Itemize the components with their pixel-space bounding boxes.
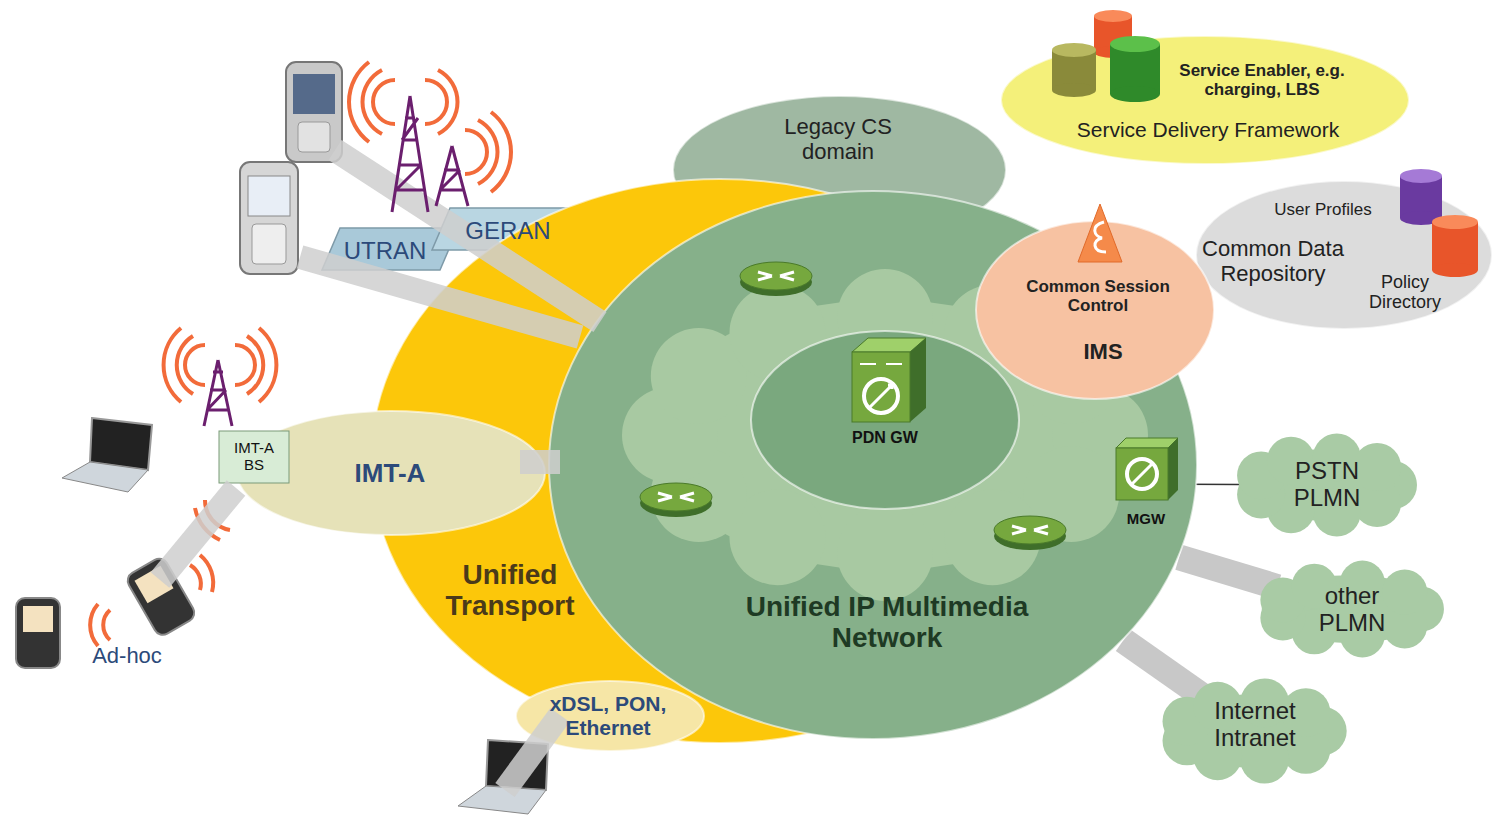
node-text: Internet Intranet <box>1195 698 1315 752</box>
node-text: Common Session Control <box>1008 277 1188 315</box>
mobile-phone <box>240 162 298 274</box>
access-band <box>160 150 600 790</box>
node-text: Legacy CS domain <box>763 115 913 164</box>
cloud-shape <box>1260 561 1444 658</box>
node-text: PSTN PLMN <box>1267 458 1387 512</box>
node-text: Unified IP Multimedia Network <box>707 591 1067 654</box>
node-text: Policy Directory <box>1355 272 1455 312</box>
node-text: UTRAN <box>330 238 440 265</box>
cloud-shape <box>1163 678 1347 783</box>
network-cloud: Internet Intranet <box>1150 680 1355 782</box>
node-text: PDN GW <box>835 429 935 447</box>
router-icon <box>640 262 1066 550</box>
laptop <box>62 418 152 492</box>
node-text: Common Data Repository <box>1188 237 1358 286</box>
node-text: IMT-A BS <box>223 440 285 474</box>
node-text: MGW <box>1116 511 1176 528</box>
network-cloud: PSTN PLMN <box>1225 435 1425 535</box>
link-band <box>1123 640 1204 697</box>
mobile-phone <box>16 598 60 668</box>
base-station-box: IMT-A BS <box>218 430 290 484</box>
node-text: GERAN <box>453 218 563 245</box>
node-text: IMS <box>1063 340 1143 365</box>
node-text: IMT-A <box>330 459 450 488</box>
node-text: Service Delivery Framework <box>1038 118 1378 142</box>
link-band <box>1179 557 1277 587</box>
node-text: xDSL, PON, Ethernet <box>528 692 688 739</box>
mobile-phone <box>286 62 342 162</box>
plain-label: Ad-hoc <box>77 644 177 669</box>
node-text: Service Enabler, e.g. charging, LBS <box>1157 61 1367 99</box>
node-text: Unified Transport <box>425 559 595 622</box>
cloud-shape <box>1237 433 1417 536</box>
network-circle: Common Session ControlIMS PDN GW MGW Unifie… <box>548 190 1198 740</box>
gateway-icon <box>852 338 926 422</box>
media-gateway-icon <box>1116 438 1178 500</box>
network-cloud: other PLMN <box>1245 562 1455 656</box>
node-text: User Profiles <box>1258 200 1388 219</box>
antenna-tower <box>204 96 468 426</box>
ims-triangle-icon <box>1078 204 1122 262</box>
node-text: other PLMN <box>1292 583 1412 637</box>
database-icon <box>1052 10 1478 277</box>
